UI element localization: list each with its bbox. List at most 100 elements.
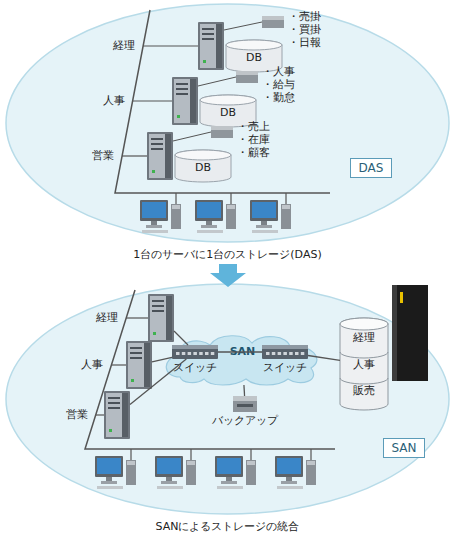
backup-unit	[262, 16, 284, 28]
tape-slot	[237, 404, 253, 407]
device-wire	[198, 77, 236, 86]
database-cylinder: DB・売上・在庫・顧客	[175, 150, 231, 182]
figure-caption: 1台のサーバに1台のストレージ(DAS)	[0, 248, 455, 262]
pc-stub	[230, 193, 231, 204]
database-text: DB	[226, 51, 282, 65]
database-text: ・顧客	[237, 146, 270, 160]
drive-slot	[108, 397, 120, 399]
server-front	[150, 296, 166, 340]
switch-body	[262, 345, 308, 359]
pc-stub	[175, 193, 176, 204]
database-text: ・売上	[237, 120, 270, 134]
node-shape	[147, 132, 173, 180]
drive-slot	[152, 310, 164, 312]
server: 経理	[148, 294, 174, 342]
drive-slot	[176, 93, 188, 95]
database-text: ・人事	[262, 65, 295, 79]
node-shape	[172, 77, 198, 125]
san-cable	[130, 359, 186, 405]
server-side	[190, 79, 196, 123]
network-switch: スイッチ	[262, 345, 308, 359]
server-front	[200, 24, 216, 68]
database-text: ・在庫	[237, 133, 270, 147]
san-cable	[243, 385, 245, 396]
switch-port	[176, 352, 180, 355]
volume-label: 経理	[340, 331, 388, 345]
switch-port	[266, 352, 270, 355]
drive-slot	[202, 33, 214, 35]
switch-top	[172, 345, 218, 349]
rack-indicator	[400, 292, 403, 303]
server-side	[216, 24, 222, 68]
transition-arrow	[210, 264, 246, 287]
switch-top	[262, 345, 308, 349]
shared-storage: 経理人事販売	[340, 318, 388, 410]
client-pc	[250, 200, 291, 233]
switch-port	[182, 352, 186, 355]
server-body	[147, 132, 173, 180]
pc-stub	[285, 193, 286, 204]
server-body	[148, 294, 174, 342]
server: 人事	[126, 341, 152, 389]
san-cable	[174, 331, 188, 345]
server-body	[104, 391, 130, 439]
san-cable	[218, 351, 262, 352]
drive-slot	[176, 88, 188, 90]
lan-bus	[85, 290, 335, 449]
cylinder-top	[340, 318, 388, 330]
san-cable	[152, 357, 172, 362]
backup-unit-top	[236, 71, 258, 75]
server-side	[165, 134, 171, 178]
database-text: DB	[175, 161, 231, 175]
backup-unit-top	[211, 126, 233, 130]
drive-slot	[108, 407, 120, 409]
zone-outline	[6, 284, 449, 514]
client-pc	[215, 456, 256, 489]
device-wire	[173, 132, 211, 141]
switch-port	[193, 352, 197, 355]
drive-slot	[151, 138, 163, 140]
database-text: DB	[200, 106, 256, 120]
department-label: 営業	[66, 408, 88, 422]
zone-outline	[6, 4, 449, 242]
lan-stub	[126, 317, 148, 318]
switch-port	[301, 352, 305, 355]
switch-port	[205, 352, 209, 355]
device-wire	[224, 22, 262, 30]
storage-rack	[392, 285, 428, 381]
switch-port	[272, 352, 276, 355]
san-cable	[308, 355, 340, 360]
database-text: ・日報	[288, 36, 321, 50]
server-front	[106, 393, 122, 437]
node-shape	[233, 396, 257, 412]
switch-port	[278, 352, 282, 355]
power-led	[131, 379, 134, 382]
node-shape	[126, 341, 152, 389]
volume-divider	[340, 378, 388, 384]
database-text: ・売掛	[288, 10, 321, 24]
cylinder-body	[340, 318, 388, 410]
client-pc	[195, 200, 236, 233]
server: 人事	[172, 77, 198, 125]
client-pc	[140, 200, 181, 233]
switch-label: スイッチ	[247, 361, 323, 375]
backup-unit-top	[262, 16, 284, 20]
lan-stub	[133, 100, 172, 101]
cloud-outline	[166, 336, 317, 385]
server-body	[198, 22, 224, 70]
drive-slot	[151, 148, 163, 150]
pc-stub	[130, 449, 131, 460]
database-text: ・給与	[262, 78, 295, 92]
switch-port	[289, 352, 293, 355]
storage-zone: DAS経理DB・売掛・買掛・日報人事DB・人事・給与・勤怠営業DB・売上・在庫・…	[5, 3, 450, 243]
drive-slot	[202, 28, 214, 30]
database-text: ・買掛	[288, 23, 321, 37]
server-side	[166, 296, 172, 340]
server-front	[149, 134, 165, 178]
figure-caption: SANによるストレージの統合	[0, 520, 455, 534]
cylinder-top	[226, 40, 282, 50]
client-pc	[95, 456, 136, 489]
database-text: ・勤怠	[262, 91, 295, 105]
